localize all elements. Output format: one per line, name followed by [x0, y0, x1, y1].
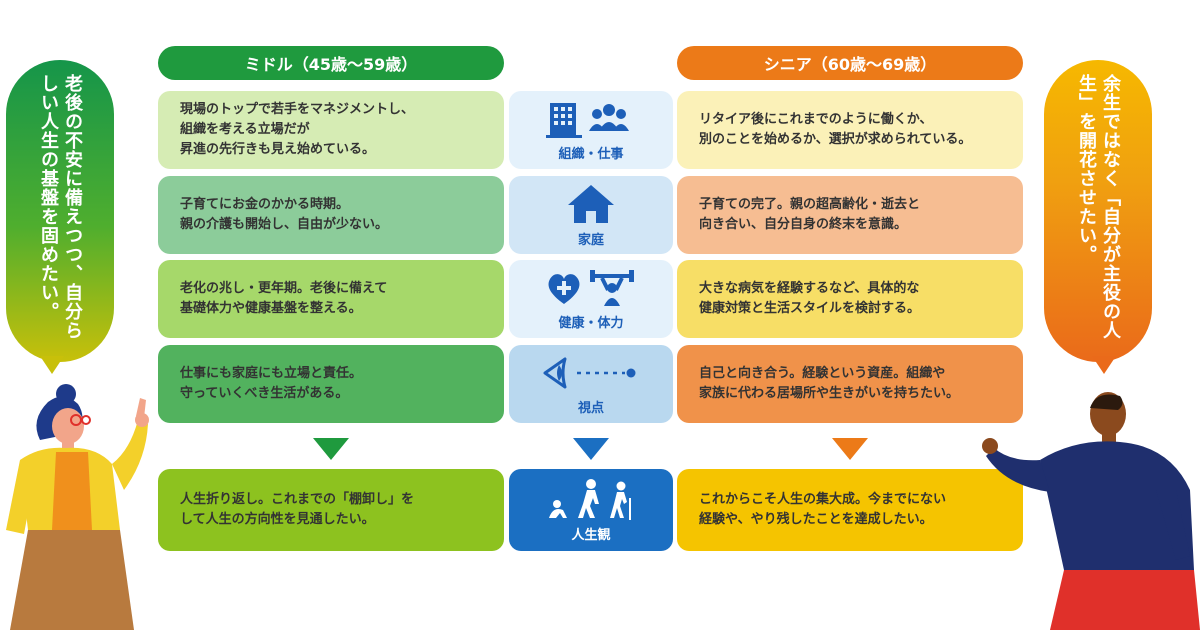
middle-row-family: 子育てにお金のかかる時期。 親の介護も開始し、自由が少ない。	[158, 176, 504, 254]
house-icon	[568, 184, 614, 223]
heart-weightlifter-icon	[548, 269, 634, 306]
senior-bubble-tail	[1092, 356, 1116, 374]
center-down-arrow	[573, 438, 609, 460]
middle-bubble-tail	[40, 356, 64, 374]
middle-row-perspective: 仕事にも家庭にも立場と責任。 守っていくべき生活がある。	[158, 345, 504, 423]
building-people-icon	[546, 102, 629, 138]
category-label: 家庭	[577, 232, 604, 248]
senior-age-header: シニア（60歳〜69歳）	[677, 46, 1023, 80]
senior-outlook: これからこそ人生の集大成。今までにない 経験や、やり残したことを達成したい。	[677, 469, 1023, 551]
senior-row-perspective: 自己と向き合う。経験という資産。組織や 家族に代わる居場所や生きがいを持ちたい。	[677, 345, 1023, 423]
eye-gaze-icon	[543, 357, 636, 388]
category-label: 視点	[577, 400, 604, 416]
senior-down-arrow	[832, 438, 868, 460]
middle-aged-woman-illustration	[6, 384, 149, 630]
category-health: 健康・体力	[509, 260, 673, 338]
outlook-label: 人生観	[571, 527, 611, 543]
category-perspective: 視点	[509, 345, 673, 423]
middle-age-header: ミドル（45歳〜59歳）	[158, 46, 504, 80]
senior-row-family: 子育ての完了。親の超高齢化・逝去と 向き合い、自分自身の終末を意識。	[677, 176, 1023, 254]
senior-row-work: リタイア後にこれまでのように働くか、 別のことを始めるか、選択が求められている。	[677, 91, 1023, 169]
middle-row-work: 現場のトップで若手をマネジメントし、 組織を考える立場だが 昇進の先行きも見え始…	[158, 91, 504, 169]
category-label: 健康・体力	[558, 315, 624, 331]
senior-speech-bubble: 余生ではなく「自分が主役の人生」を開花させたい。	[1044, 60, 1152, 362]
senior-row-health: 大きな病気を経験するなど、具体的な 健康対策と生活スタイルを検討する。	[677, 260, 1023, 338]
middle-speech-bubble: 老後の不安に備えつつ、自分らしい人生の基盤を固めたい。	[6, 60, 114, 362]
outlook-cell: 人生観	[509, 469, 673, 551]
middle-outlook: 人生折り返し。これまでの「棚卸し」を して人生の方向性を見通したい。	[158, 469, 504, 551]
category-family: 家庭	[509, 176, 673, 254]
life-stages-icon	[549, 478, 631, 520]
middle-down-arrow	[313, 438, 349, 460]
category-work: 組織・仕事	[509, 91, 673, 169]
middle-row-health: 老化の兆し・更年期。老後に備えて 基礎体力や健康基盤を整える。	[158, 260, 504, 338]
category-label: 組織・仕事	[558, 146, 624, 162]
senior-man-illustration	[982, 392, 1200, 630]
